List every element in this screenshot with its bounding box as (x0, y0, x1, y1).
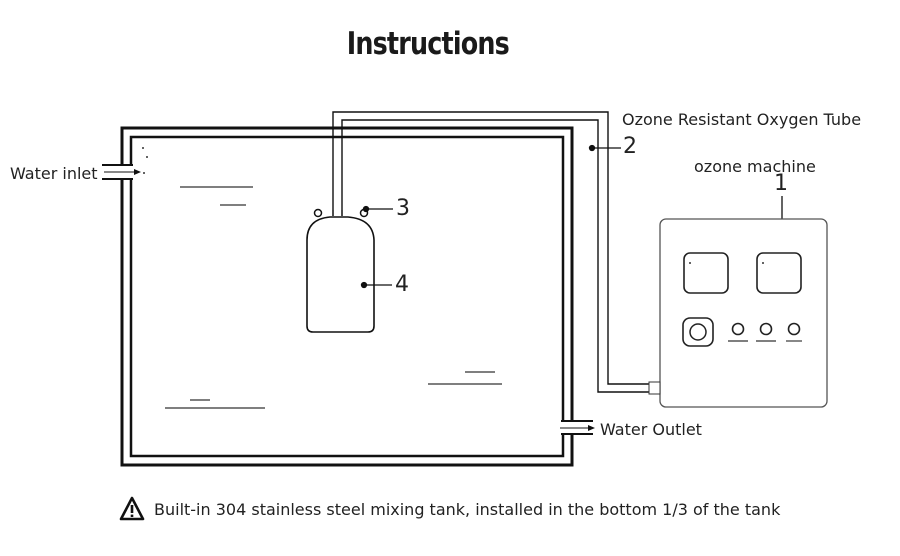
callout-2: 2 (623, 134, 637, 159)
water-inlet-pipe (102, 164, 141, 180)
machine-display-left (683, 252, 729, 294)
callout-4: 4 (395, 272, 409, 297)
water-marks (165, 186, 502, 409)
tank-inner-wall (129, 135, 565, 458)
oxygen-tube-label: Ozone Resistant Oxygen Tube (622, 110, 862, 129)
callout-3: 3 (396, 196, 410, 221)
machine-indicator-1 (731, 322, 745, 336)
water-inlet-label: Water inlet (10, 164, 98, 183)
water-outlet-pipe (560, 420, 595, 435)
water-outlet-label: Water Outlet (600, 420, 702, 439)
mixing-tank (306, 216, 375, 333)
oxygen-tube (332, 111, 650, 393)
page-title: Instructions (346, 26, 510, 62)
installation-note: Built-in 304 stainless steel mixing tank… (120, 497, 780, 521)
ozone-machine (648, 218, 828, 408)
water-dots (142, 147, 148, 174)
machine-display-right (756, 252, 802, 294)
ozone-machine-label: ozone machine (694, 157, 816, 176)
machine-indicator-3 (787, 322, 801, 336)
tank-outer-wall (120, 126, 574, 467)
warning-icon (119, 496, 145, 521)
machine-indicator-2 (759, 322, 773, 336)
callout-1: 1 (774, 171, 788, 196)
tank-connectors (313, 208, 369, 218)
installation-note-text: Built-in 304 stainless steel mixing tank… (154, 499, 781, 519)
